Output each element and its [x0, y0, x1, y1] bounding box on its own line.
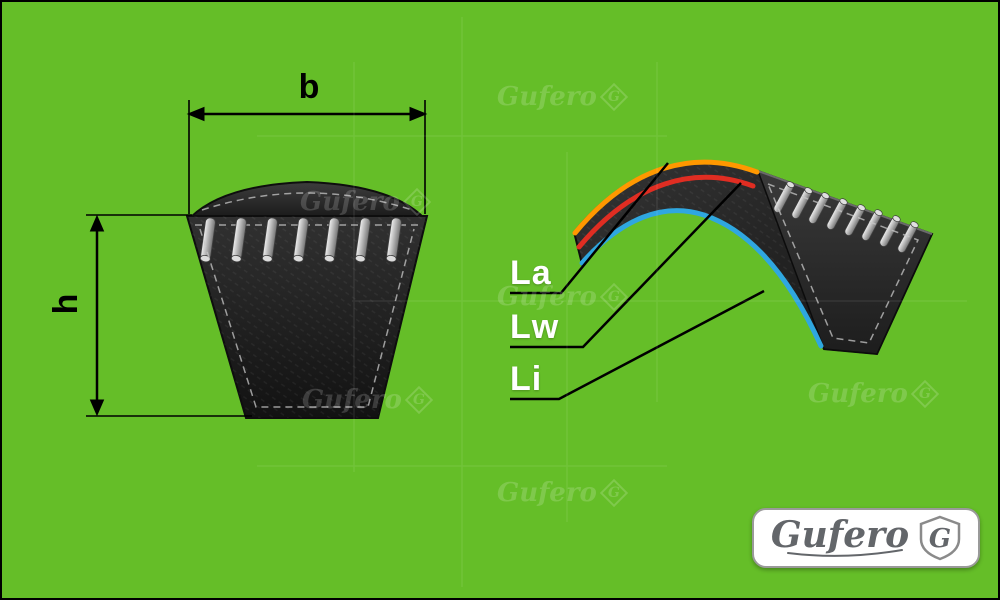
cord-pin — [879, 215, 901, 247]
cord-pin — [808, 192, 830, 224]
length-label-lw: Lw — [510, 308, 560, 346]
cord-pin — [199, 217, 216, 263]
leader-li — [510, 289, 765, 401]
cross-section-cap — [188, 180, 426, 218]
dimension-b — [186, 100, 428, 214]
belt-3d-view — [572, 159, 934, 356]
cord-pin — [230, 217, 247, 263]
dimension-label-b: b — [298, 68, 320, 106]
dimension-label-h: h — [47, 293, 85, 315]
dimension-h-arrow-bottom — [89, 399, 105, 417]
cord-pin — [773, 181, 795, 213]
logo-monogram: G — [929, 524, 951, 554]
cross-section-cap-dashed-line — [201, 192, 413, 211]
length-label-li: Li — [510, 360, 543, 398]
inner-length-stripe-li — [579, 208, 824, 349]
cord-pin — [791, 187, 813, 219]
cord-pin — [292, 217, 309, 263]
cord-pin — [323, 217, 340, 263]
cord-pin — [844, 204, 866, 236]
cut-face-dashed-outline — [766, 182, 920, 344]
cross-section-inset-dashed-outline — [199, 228, 415, 408]
logo-brand-text: Gufero — [770, 514, 910, 556]
logo-shield-icon: G — [919, 515, 961, 561]
pitch-length-stripe-lw — [576, 174, 756, 250]
dimension-b-arrow-right — [409, 106, 428, 122]
cross-section-cords — [199, 217, 402, 263]
cord-pin — [261, 217, 278, 263]
cross-section-texture — [187, 216, 427, 418]
belt-cross-section — [185, 180, 429, 419]
cord-pin — [897, 221, 919, 253]
gufero-logo: Gufero G — [752, 508, 980, 568]
cord-pin — [861, 209, 883, 241]
cord-pin — [354, 217, 371, 263]
cord-pin — [826, 198, 848, 230]
length-label-la: La — [510, 254, 552, 292]
cut-face-cords — [773, 181, 919, 253]
dimension-b-arrow-left — [186, 106, 205, 122]
leader-lw — [510, 182, 742, 349]
logo-underline-swash — [787, 549, 903, 557]
leader-la — [510, 162, 669, 295]
leader-lines — [510, 162, 765, 401]
dimension-h — [86, 214, 252, 417]
cord-pin — [385, 217, 402, 263]
dimension-h-arrow-top — [89, 214, 105, 232]
